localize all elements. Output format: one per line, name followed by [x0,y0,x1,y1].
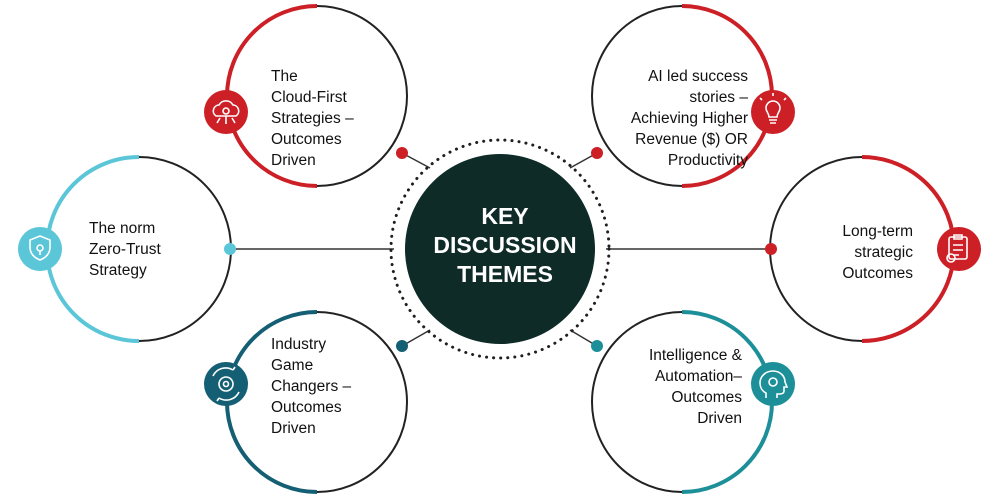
connector-dot [765,243,777,255]
theme-label-intelligence-automation: Intelligence & Automation– Outcomes Driv… [648,347,742,427]
theme-icon-badge [18,227,62,271]
theme-icon-badge [937,227,981,271]
theme-icon-badge [751,362,795,406]
connector-dot [396,147,408,159]
theme-label-zero-trust: The norm Zero-Trust Strategy [89,220,161,279]
theme-label-long-term: Long-term strategic Outcomes [842,223,913,282]
theme-icon-badge [204,90,248,134]
strategy-board-icon [946,234,968,263]
shield-icon [29,235,51,261]
connector-dot [591,340,603,352]
gear-cycle-icon [212,366,240,402]
connector-dot [396,340,408,352]
theme-ring-industry-game-changers [204,310,408,494]
center-hub [405,154,595,344]
theme-label-cloud-first: The Cloud-First Strategies – Outcomes Dr… [271,68,354,169]
connector-dot [591,147,603,159]
theme-ring-cloud-first [204,4,408,188]
theme-label-industry-game-changers: Industry Game Changers – Outcomes Driven [271,336,352,437]
theme-ring-intelligence-automation [591,310,795,494]
cloud-gear-icon [212,100,240,124]
center-title: KEY DISCUSSION THEMES [433,202,577,287]
theme-label-ai-success: AI led success stories – Achieving Highe… [630,68,748,169]
theme-ring-zero-trust [18,155,236,343]
ai-bulb-icon [759,93,787,124]
theme-ring-ai-success [591,4,795,188]
center-dotted-ring [389,138,611,360]
theme-icon-badge [751,90,795,134]
connector-dot [224,243,236,255]
brain-gear-icon [759,370,789,398]
theme-ring-long-term [765,155,981,343]
